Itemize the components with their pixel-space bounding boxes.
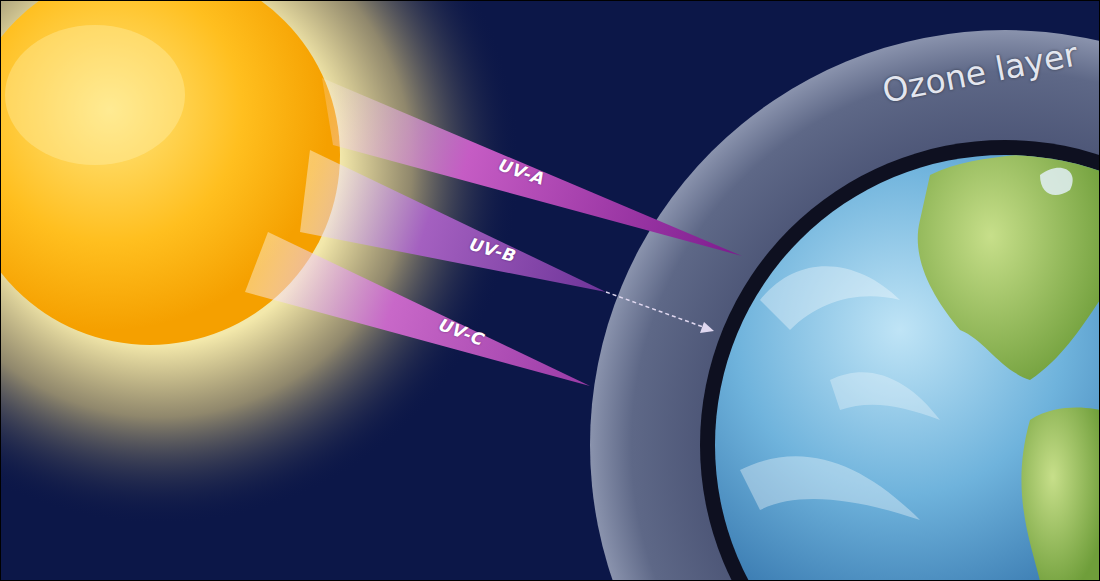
- cloud: [830, 372, 940, 420]
- uv-c-beam: [245, 232, 590, 386]
- sun-highlight: [5, 25, 185, 165]
- uv-b-path: [606, 292, 706, 328]
- ice: [1040, 168, 1073, 195]
- ozone-layer: [590, 30, 1100, 581]
- cloud: [740, 456, 920, 520]
- earth-surface: [740, 140, 1100, 581]
- atmosphere-ring: [700, 140, 1100, 581]
- cloud: [760, 266, 900, 330]
- continent: [1021, 408, 1100, 581]
- uv-b-arrowhead: [700, 322, 714, 333]
- continent: [918, 140, 1100, 380]
